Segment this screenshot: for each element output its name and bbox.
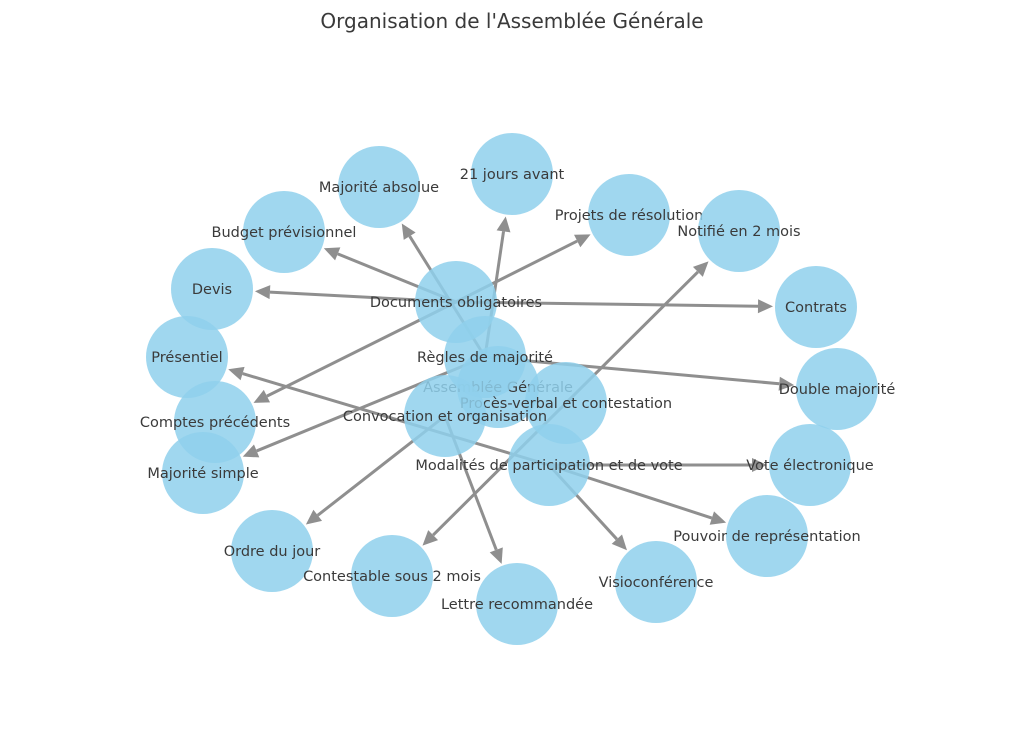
node-pouvoir: Pouvoir de représentation — [673, 495, 861, 577]
node-circle — [476, 563, 558, 645]
node-label: Majorité absolue — [319, 180, 439, 196]
node-circle — [775, 266, 857, 348]
arrowhead — [489, 547, 503, 564]
edge-regles-to-maj_simple — [242, 355, 486, 458]
node-label: Ordre du jour — [224, 544, 321, 560]
node-double: Double majorité — [779, 348, 896, 430]
node-circle — [769, 424, 851, 506]
node-circle — [615, 541, 697, 623]
node-circle — [243, 191, 325, 273]
node-circle — [351, 535, 433, 617]
node-projets: Projets de résolution — [555, 174, 704, 256]
arrowhead — [778, 376, 795, 391]
node-circle — [162, 432, 244, 514]
node-label: Lettre recommandée — [441, 597, 593, 613]
arrowhead — [422, 530, 439, 546]
node-devis: Devis — [171, 248, 253, 330]
node-label: Règles de majorité — [417, 350, 553, 366]
node-label: Présentiel — [151, 350, 222, 366]
node-label: Documents obligatoires — [370, 295, 542, 311]
node-circle — [796, 348, 878, 430]
node-visio: Visioconférence — [599, 541, 714, 623]
edge-modal-to-presentiel — [228, 366, 550, 467]
diagram-title: Organisation de l'Assemblée Générale — [320, 9, 703, 33]
arrowhead — [242, 444, 260, 458]
node-modal: Modalités de participation et de vote — [415, 424, 683, 506]
node-label: Visioconférence — [599, 575, 714, 591]
node-circle — [471, 133, 553, 215]
node-circle — [338, 146, 420, 228]
node-label: Notifié en 2 mois — [677, 224, 800, 240]
node-lettre: Lettre recommandée — [441, 563, 593, 645]
edge-line — [455, 300, 759, 308]
arrowhead — [401, 223, 416, 240]
node-conv: Convocation et organisation — [343, 375, 547, 457]
edge-regles-to-double — [484, 355, 795, 391]
node-label: Contestable sous 2 mois — [303, 569, 481, 585]
arrowhead — [228, 366, 245, 381]
node-circle — [146, 316, 228, 398]
node-contrats: Contrats — [775, 266, 857, 348]
node-circle — [588, 174, 670, 256]
node-label: Comptes précédents — [140, 415, 290, 431]
node-circle — [508, 424, 590, 506]
edge-line — [256, 355, 486, 453]
arrowhead — [692, 261, 709, 277]
node-label: Projets de résolution — [555, 208, 704, 224]
node-vote_elec: Vote électronique — [746, 424, 874, 506]
node-ordre: Ordre du jour — [224, 510, 321, 592]
node-label: Convocation et organisation — [343, 409, 547, 425]
node-circle — [525, 362, 607, 444]
edge-docs-to-contrats — [455, 299, 774, 314]
node-contestable: Contestable sous 2 mois — [303, 535, 481, 617]
arrowhead — [305, 509, 323, 525]
node-circle — [726, 495, 808, 577]
node-label: Procès-verbal et contestation — [460, 396, 672, 412]
node-label: Budget prévisionnel — [212, 225, 357, 241]
arrowhead — [254, 285, 271, 300]
node-circle — [231, 510, 313, 592]
arrowhead — [574, 234, 591, 248]
arrowhead — [757, 299, 774, 314]
node-pv: Procès-verbal et contestation — [460, 362, 672, 444]
node-circle — [698, 190, 780, 272]
node-label: Double majorité — [779, 382, 896, 398]
arrowhead — [253, 389, 271, 403]
node-label: Modalités de participation et de vote — [415, 458, 682, 474]
node-maj_simple: Majorité simple — [147, 432, 259, 514]
node-label: Pouvoir de représentation — [673, 529, 860, 545]
node-j21: 21 jours avant — [460, 133, 565, 215]
node-label: 21 jours avant — [460, 167, 565, 183]
arrowhead — [709, 511, 727, 525]
node-notifie: Notifié en 2 mois — [677, 190, 801, 272]
node-maj_abs: Majorité absolue — [319, 146, 439, 228]
edge-line — [242, 372, 550, 467]
node-label: Contrats — [785, 300, 847, 316]
node-label: Vote électronique — [746, 458, 874, 474]
node-presentiel: Présentiel — [146, 316, 228, 398]
node-circle — [171, 248, 253, 330]
node-regles: Règles de majorité — [417, 316, 553, 398]
node-circle — [444, 316, 526, 398]
node-label: Majorité simple — [147, 466, 258, 482]
edge-line — [484, 355, 780, 386]
arrowhead — [496, 216, 511, 233]
arrowhead — [752, 458, 767, 472]
arrowhead — [323, 247, 341, 261]
node-budget: Budget prévisionnel — [212, 191, 357, 273]
node-circle — [404, 375, 486, 457]
node-label: Devis — [192, 282, 232, 298]
arrowhead — [611, 534, 627, 551]
